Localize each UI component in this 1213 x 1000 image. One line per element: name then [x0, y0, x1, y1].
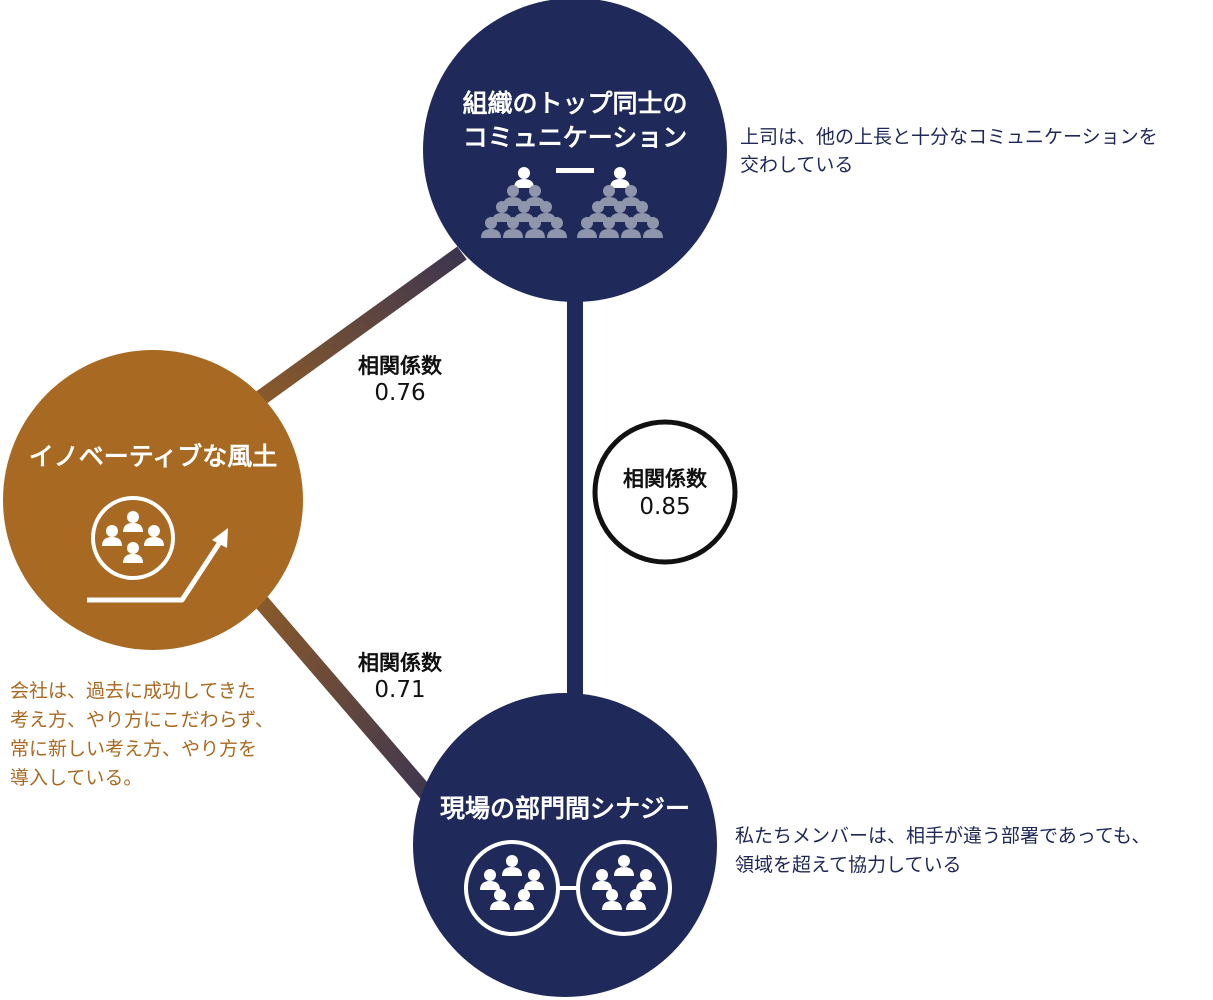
edge-top-left-label: 相関係数 [358, 354, 443, 378]
node-left: イノベーティブな風土 [3, 350, 303, 650]
node-top: 組織のトップ同士の コミュニケーション [423, 0, 727, 302]
node-left-desc-line1: 会社は、過去に成功してきた [10, 680, 256, 702]
node-top-description: 上司は、他の上長と十分なコミュニケーションを 交わしている [740, 126, 1158, 176]
edge-top-left-value: 0.76 [374, 380, 425, 406]
node-top-desc-line2: 交わしている [740, 154, 853, 176]
node-left-desc-line2: 考え方、やり方にこだわらず、 [10, 709, 274, 731]
edge-label-top-bottom: 相関係数 0.85 [592, 419, 738, 565]
node-top-desc-line1: 上司は、他の上長と十分なコミュニケーションを [740, 126, 1158, 148]
edge-top-bottom-label: 相関係数 [623, 467, 708, 491]
node-top-title-line2: コミュニケーション [463, 123, 688, 152]
group-growth-icon [87, 496, 228, 603]
edge-left-bottom-label: 相関係数 [358, 651, 443, 675]
hierarchy-groups-icon [481, 167, 663, 238]
node-bottom-desc-line2: 領域を超えて協力している [735, 854, 961, 876]
node-bottom: 現場の部門間シナジー [413, 693, 717, 997]
edge-top-left [253, 246, 467, 407]
edge-top-bottom-value: 0.85 [639, 494, 690, 520]
node-left-title: イノベーティブな風土 [29, 442, 278, 471]
node-left-desc-line3: 常に新しい考え方、やり方を [10, 738, 257, 760]
connected-groups-icon [464, 840, 672, 936]
edge-label-top-left: 相関係数 0.76 [358, 354, 443, 406]
node-bottom-description: 私たちメンバーは、相手が違う部署であっても、 領域を超えて協力している [735, 825, 1150, 876]
node-top-title-line1: 組織のトップ同士の [462, 89, 687, 118]
node-bottom-desc-line1: 私たちメンバーは、相手が違う部署であっても、 [735, 825, 1150, 847]
node-left-desc-line4: 導入している。 [10, 767, 142, 789]
node-bottom-title: 現場の部門間シナジー [440, 794, 690, 823]
edge-left-bottom-value: 0.71 [374, 677, 425, 703]
edge-left-bottom [251, 592, 439, 806]
edge-label-left-bottom: 相関係数 0.71 [358, 651, 443, 703]
node-left-description: 会社は、過去に成功してきた 考え方、やり方にこだわらず、 常に新しい考え方、やり… [10, 680, 274, 789]
